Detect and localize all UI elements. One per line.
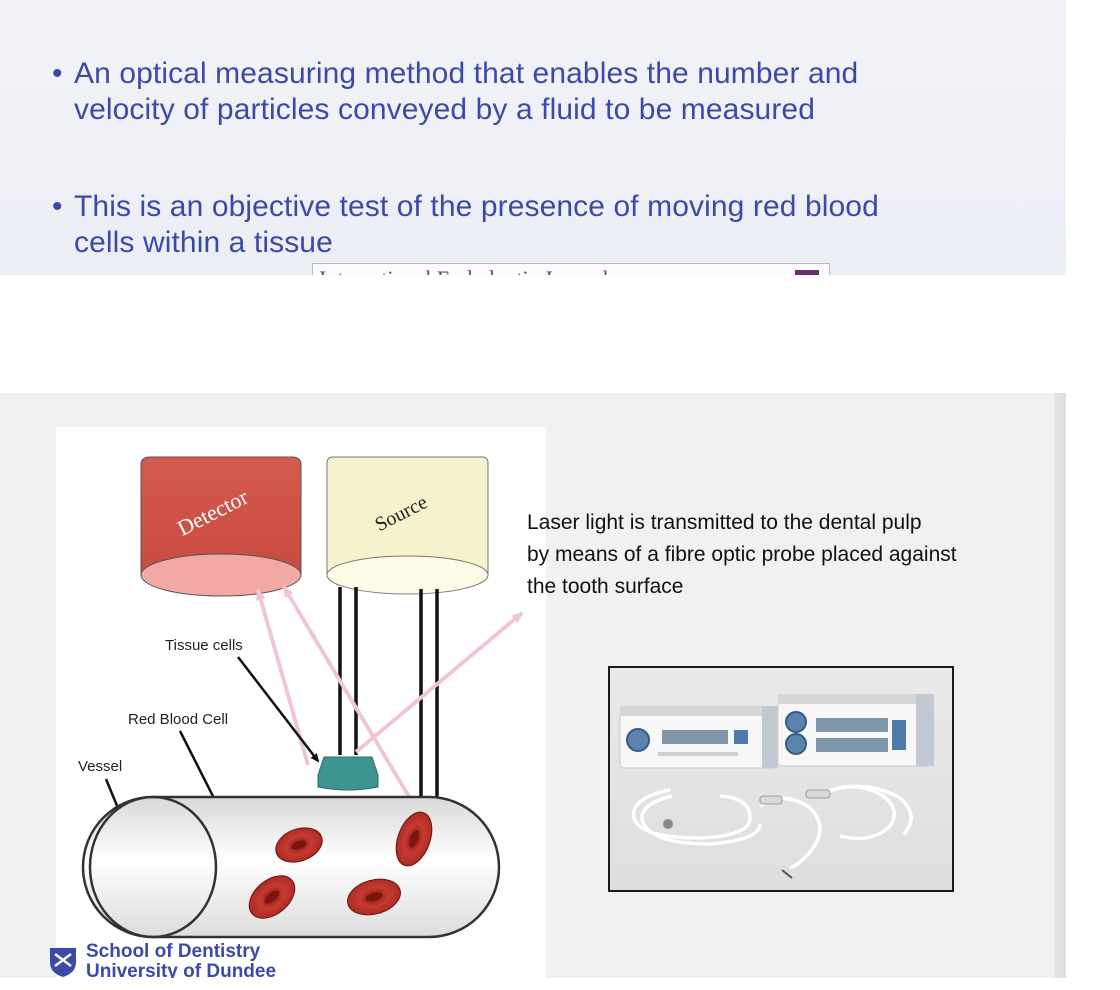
slide-bottom: Detector Source Ti <box>0 393 1066 978</box>
bullet-line: An optical measuring method that enables… <box>74 56 858 92</box>
bullet-line: velocity of particles conveyed by a flui… <box>74 92 858 128</box>
bullet-item-1: • An optical measuring method that enabl… <box>52 56 858 128</box>
description-line: the tooth surface <box>527 571 1047 603</box>
bullet-marker: • <box>52 56 63 92</box>
vessel <box>83 797 499 937</box>
bullet-item-2: • This is an objective test of the prese… <box>52 189 879 261</box>
tissue-cell <box>318 757 378 790</box>
slide-top: • An optical measuring method that enabl… <box>0 0 1066 275</box>
red-blood-cell-label: Red Blood Cell <box>128 711 228 728</box>
bullet-line: cells within a tissue <box>74 225 879 261</box>
tissue-cells-label: Tissue cells <box>165 637 243 654</box>
bullet-marker: • <box>52 189 63 225</box>
diagram-canvas: Detector Source Ti <box>56 427 546 978</box>
laser-description: Laser light is transmitted to the dental… <box>527 507 1047 603</box>
journal-title: International Endodontic Journal <box>319 266 774 275</box>
journal-logo-block <box>795 270 819 275</box>
description-line: Laser light is transmitted to the dental… <box>527 507 1047 539</box>
device-unit <box>778 694 934 766</box>
university-shield-icon <box>48 946 78 978</box>
vessel-label: Vessel <box>78 758 122 775</box>
device-photo-illustration <box>610 668 952 890</box>
source-cylinder <box>327 457 488 594</box>
laser-doppler-diagram: Detector Source Ti <box>56 427 546 978</box>
laser-doppler-device-photo <box>608 666 954 892</box>
detector-cylinder <box>141 457 301 596</box>
school-footer: School of Dentistry University of Dundee <box>86 942 276 978</box>
scattered-light-arrows <box>258 587 522 805</box>
footer-school-name: School of Dentistry <box>86 942 276 962</box>
slide-edge-shadow <box>1054 393 1066 978</box>
journal-banner: International Endodontic Journal <box>312 263 830 275</box>
device-unit <box>620 706 778 768</box>
description-line: by means of a fibre optic probe placed a… <box>527 539 1047 571</box>
bullet-line: This is an objective test of the presenc… <box>74 189 879 225</box>
tissue-cells-pointer <box>238 657 318 761</box>
footer-university-name: University of Dundee <box>86 962 276 978</box>
